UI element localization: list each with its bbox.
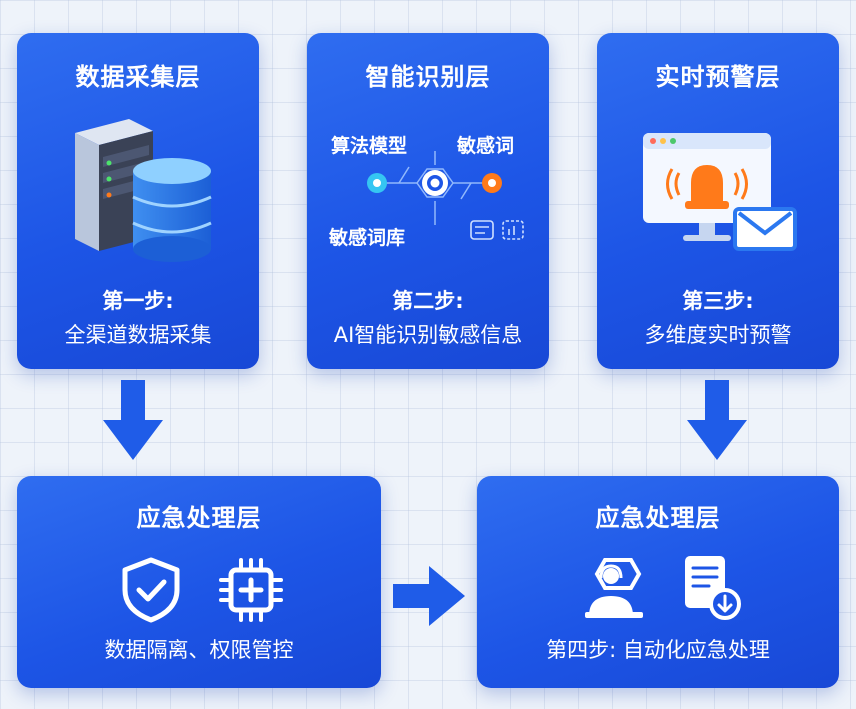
shield-check-icon xyxy=(119,556,183,624)
card-description: 数据隔离、权限管控 xyxy=(104,638,294,662)
emergency-handling-card: 应急处理层 数据隔离、权限管控 xyxy=(17,476,381,688)
data-collection-card: 数据采集层 第一步: 全渠道数据采集 xyxy=(17,33,259,369)
step-label: 第一步: xyxy=(102,289,174,313)
card-title: 应急处理层 xyxy=(595,504,721,532)
arrow-icon xyxy=(393,566,465,626)
document-download-icon xyxy=(679,552,743,622)
label-algorithm-model: 算法模型 xyxy=(331,135,408,157)
chip-icon xyxy=(217,556,285,624)
step-label: 第三步: xyxy=(682,289,754,313)
smart-identification-card: 智能识别层 算法模型 敏感词 敏感词库 xyxy=(307,33,549,369)
arrow-icon xyxy=(103,380,163,462)
step-description: 全渠道数据采集 xyxy=(64,323,212,347)
label-sensitive-word-library: 敏感词库 xyxy=(329,227,406,249)
card-title: 应急处理层 xyxy=(136,504,262,532)
step-label: 第二步: xyxy=(392,289,464,313)
step-description: 多维度实时预警 xyxy=(644,323,792,347)
card-title: 智能识别层 xyxy=(365,63,491,91)
card-title: 实时预警层 xyxy=(655,63,781,91)
arrow-icon xyxy=(687,380,747,462)
realtime-alert-card: 实时预警层 第三步: 多维度实时预警 xyxy=(597,33,839,369)
card-title: 数据采集层 xyxy=(75,63,201,91)
label-sensitive-word: 敏感词 xyxy=(457,135,515,157)
alarm-monitor-icon xyxy=(639,129,779,249)
emergency-handling-step4-card: 应急处理层 第四步: 自动化应急处理 xyxy=(477,476,839,688)
support-agent-icon xyxy=(581,554,647,620)
ai-network-icon xyxy=(347,143,527,253)
database-icon xyxy=(129,155,215,265)
step-description: AI智能识别敏感信息 xyxy=(333,323,523,347)
mail-icon xyxy=(733,205,797,253)
card-description: 第四步: 自动化应急处理 xyxy=(546,638,770,662)
